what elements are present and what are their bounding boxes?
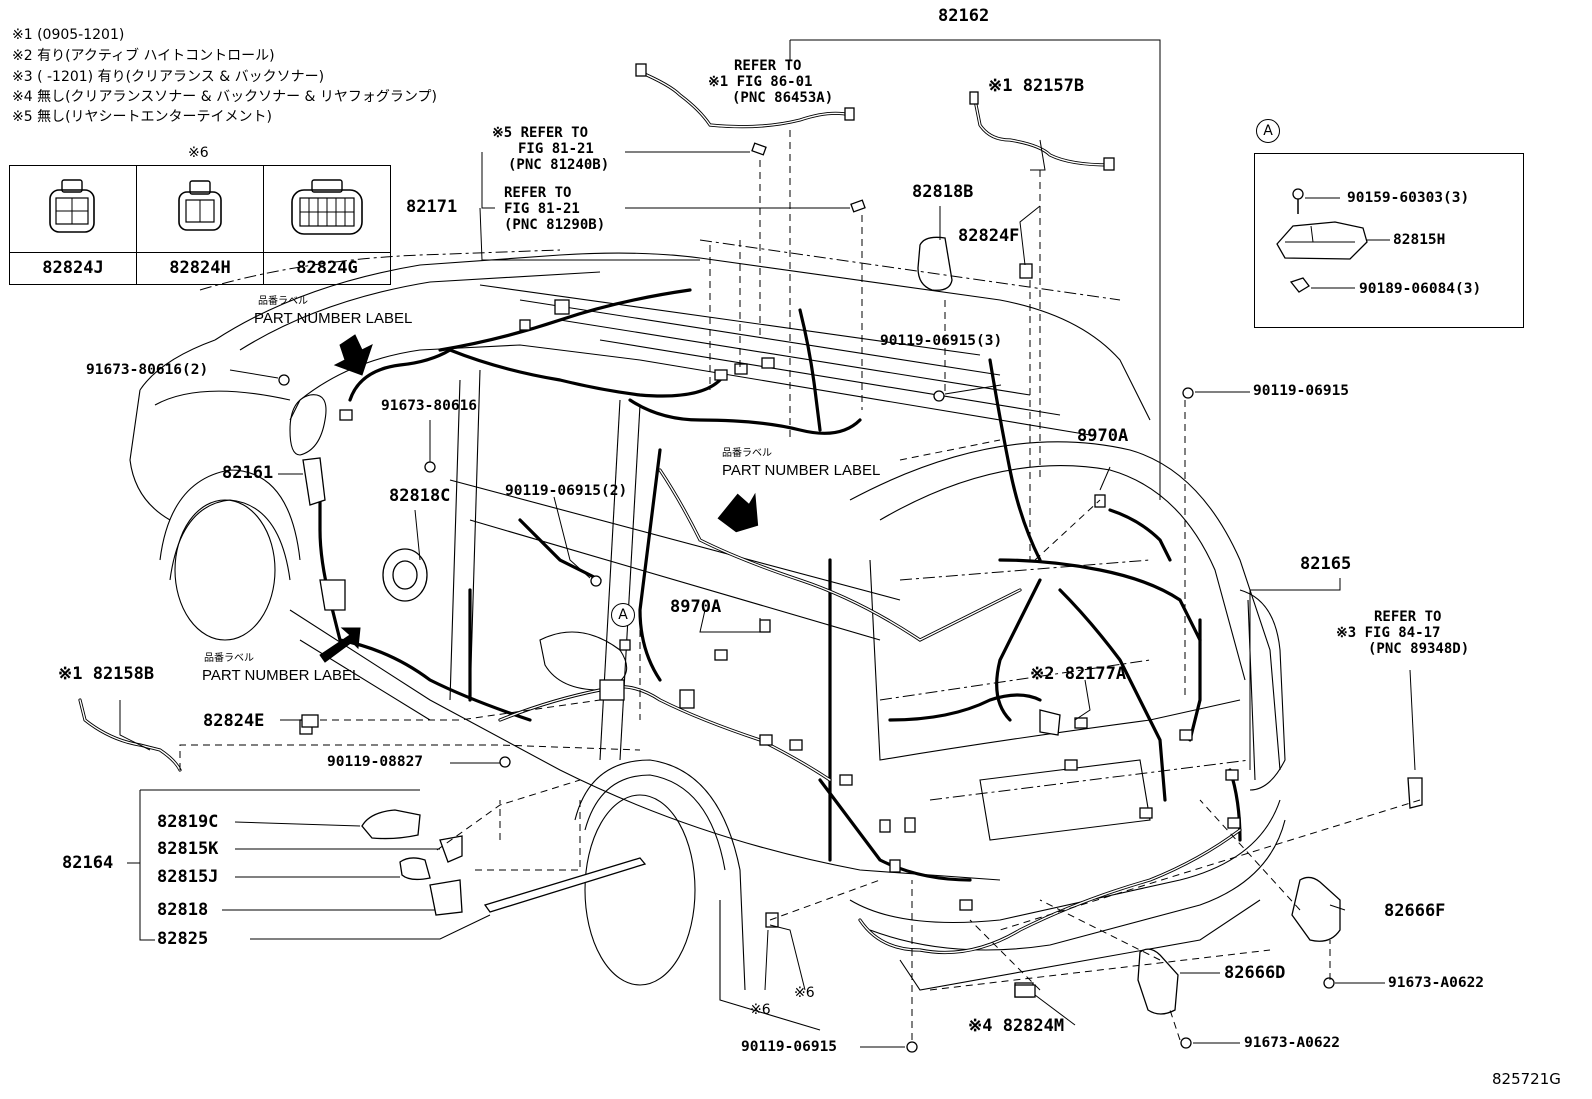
connector-part-number: 82824G [296, 258, 358, 278]
callout-8970A-mid: 8970A [670, 597, 722, 617]
callout-82666D: 82666D [1224, 963, 1286, 983]
callout-82171: 82171 [406, 197, 458, 217]
connector-cell-82824J: 82824J [10, 166, 137, 284]
part-number-label-en: PART NUMBER LABEL [202, 667, 361, 684]
callout-82158B: ※1 82158B [58, 664, 155, 684]
ref-line: REFER TO [504, 185, 572, 201]
callout-8970A-top: 8970A [1077, 426, 1129, 446]
detail-marker-a: A [611, 603, 635, 627]
connector-icon [10, 166, 136, 253]
callout-82177A: ※2 82177A [1030, 664, 1127, 684]
refer-fig-81-21-b: REFER TO FIG 81-21 (PNC 81290B) [504, 185, 605, 233]
callout-82824M: ※4 82824M [968, 1016, 1065, 1036]
callout-82815K: 82815K [157, 839, 219, 859]
vehicle-body [129, 252, 1286, 1031]
connector-part-number: 82824H [169, 258, 231, 278]
connector-icon [264, 166, 390, 253]
part-number-label-en: PART NUMBER LABEL [722, 462, 881, 479]
connector-cell-82824H: 82824H [137, 166, 264, 284]
ref-line: ※5 REFER TO [492, 125, 589, 141]
leader-lines [119, 39, 1416, 1048]
inset-part-nut: 90189-06084(3) [1359, 281, 1482, 297]
callout-91673-80616-2: 91673-80616(2) [86, 362, 209, 378]
callout-82825: 82825 [157, 929, 209, 949]
ref-line: FIG 81-21 [518, 141, 594, 158]
ref-line: (PNC 81290B) [504, 217, 606, 234]
callout-82818C: 82818C [389, 486, 451, 506]
callout-90119-06915-right: 90119-06915 [1253, 383, 1350, 399]
callout-82818: 82818 [157, 900, 209, 920]
ref-line: (PNC 89348D) [1368, 641, 1470, 658]
part-number-label-jp: 品番ラベル [722, 448, 772, 459]
callout-82824F: 82824F [958, 226, 1020, 246]
ref-line: (PNC 86453A) [732, 90, 834, 107]
callout-82815J: 82815J [157, 867, 219, 887]
note-1: ※1 (0905-1201) [12, 27, 125, 43]
connector-cell-82824G: 82824G [264, 166, 390, 284]
inset-drawing [1276, 188, 1390, 293]
callout-91673-A0622-b: 91673-A0622 [1244, 1035, 1341, 1051]
callout-90119-06915-bottom: 90119-06915 [741, 1039, 838, 1055]
callout-82162: 82162 [938, 6, 990, 26]
callout-91673-A0622-a: 91673-A0622 [1388, 975, 1485, 991]
refer-fig-84-17: REFER TO ※3 FIG 84-17 (PNC 89348D) [1336, 609, 1469, 657]
label-arrows [319, 334, 759, 663]
ref-line: ※3 FIG 84-17 [1336, 625, 1441, 642]
callout-82666F: 82666F [1384, 901, 1446, 921]
mark-6-left: ※6 [750, 1002, 771, 1018]
callout-82824E: 82824E [203, 711, 265, 731]
inset-part-bracket: 82815H [1393, 232, 1446, 248]
mark-6-right: ※6 [794, 985, 815, 1001]
callout-90119-06915-3: 90119-06915(3) [880, 333, 1003, 349]
ref-line: FIG 81-21 [504, 201, 580, 218]
inset-detail-a: 90159-60303(3) 82815H 90189-06084(3) [1254, 153, 1524, 328]
phantom-lines [179, 130, 1421, 1041]
refer-fig-86-01: REFER TO ※1 FIG 86-01 (PNC 86453A) [708, 58, 834, 107]
refer-fig-81-21-a: ※5 REFER TO FIG 81-21 (PNC 81240B) [492, 125, 609, 173]
callout-90119-06915-2: 90119-06915(2) [505, 483, 628, 499]
ref-line: REFER TO [1374, 609, 1442, 625]
callout-82164: 82164 [62, 853, 114, 873]
part-number-label-jp: 品番ラベル [258, 296, 308, 307]
inset-part-bolt: 90159-60303(3) [1347, 190, 1470, 206]
callout-82819C: 82819C [157, 812, 219, 832]
ref-line: REFER TO [734, 58, 802, 74]
callout-82161: 82161 [222, 463, 274, 483]
connector-table: 82824J 82824H 82824G [9, 165, 391, 285]
ref-line: (PNC 81240B) [508, 157, 610, 174]
note-4: ※4 無し(クリアランスソナー & バックソナー & リヤフォグランプ) [12, 89, 437, 105]
callout-82157B: ※1 82157B [988, 76, 1085, 96]
part-number-label-jp: 品番ラベル [204, 653, 254, 664]
component-parts [278, 236, 1423, 1053]
note-3: ※3 ( -1201) 有り(クリアランス & バックソナー) [12, 69, 325, 85]
part-number-label-en: PART NUMBER LABEL [254, 310, 413, 327]
connector-table-note: ※6 [188, 145, 209, 161]
phantom-body-lines [199, 239, 1251, 801]
note-2: ※2 有り(アクティブ ハイトコントロール) [12, 48, 275, 64]
note-5: ※5 無し(リヤシートエンターテイメント) [12, 109, 273, 125]
connector-icon [137, 166, 263, 253]
callout-82818B: 82818B [912, 182, 974, 202]
callout-82165: 82165 [1300, 554, 1352, 574]
figure-id: 825721G [1492, 1070, 1561, 1088]
callout-90119-08827: 90119-08827 [327, 754, 424, 770]
callout-91673-80616: 91673-80616 [381, 398, 478, 414]
inset-marker: A [1256, 119, 1280, 143]
ref-line: ※1 FIG 86-01 [708, 74, 813, 91]
connector-part-number: 82824J [42, 258, 104, 278]
